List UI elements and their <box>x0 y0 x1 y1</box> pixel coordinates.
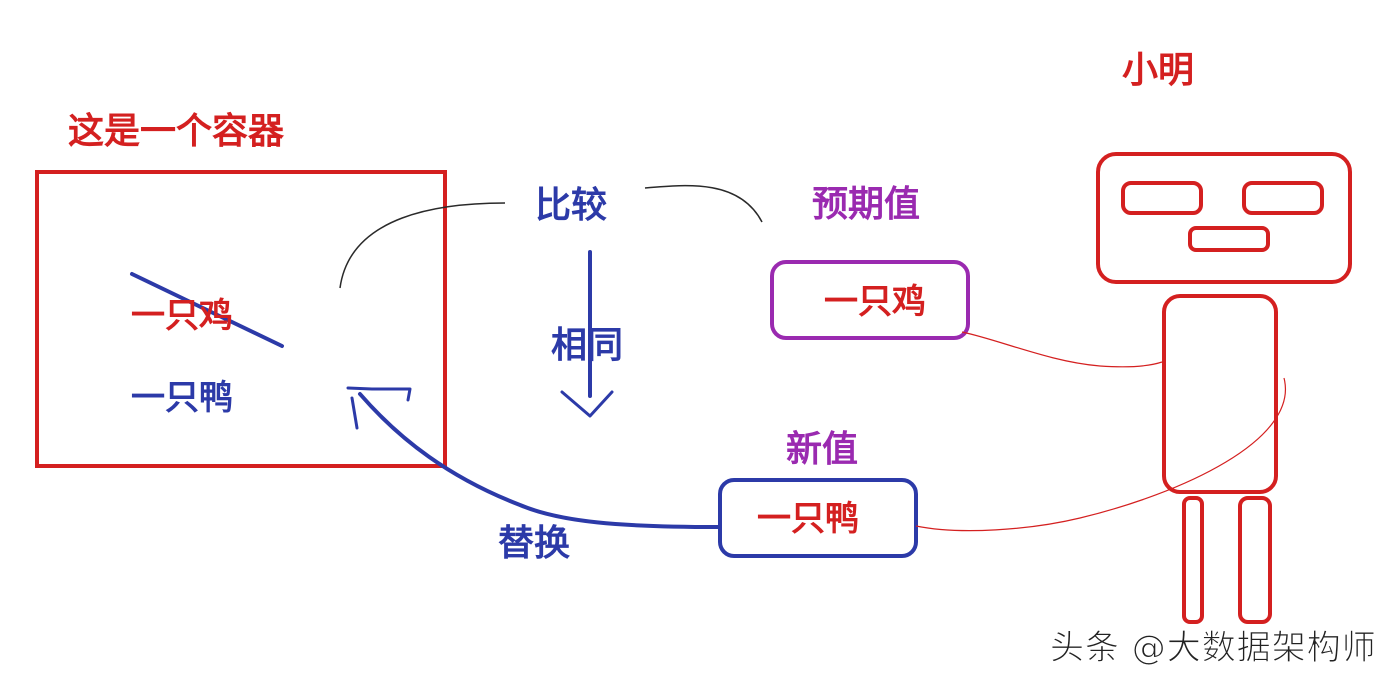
person-right-eye <box>1242 181 1324 215</box>
strike-line <box>130 272 284 348</box>
person-right-leg <box>1238 496 1272 624</box>
container-title: 这是一个容器 <box>68 110 285 152</box>
replace-arrow <box>358 392 720 529</box>
replace-label: 替换 <box>498 522 571 564</box>
compare-label: 比较 <box>535 184 608 226</box>
person-left-leg <box>1182 496 1204 624</box>
new-value-text: 一只鸭 <box>757 499 859 539</box>
current-value-text: 一只鸭 <box>131 378 233 418</box>
link-expected-to-person <box>961 331 1163 368</box>
expected-value-box <box>770 260 970 340</box>
person-name: 小明 <box>1122 49 1195 91</box>
person-body <box>1162 294 1278 494</box>
compare-curve-right <box>644 184 763 223</box>
same-arrow-head <box>560 390 614 418</box>
old-value-text: 一只鸡 <box>131 296 233 336</box>
compare-curve-left <box>339 202 506 289</box>
new-title: 新值 <box>786 428 859 470</box>
link-new-to-person <box>915 377 1287 532</box>
person-left-eye <box>1121 181 1203 215</box>
expected-title: 预期值 <box>812 183 921 225</box>
same-label: 相同 <box>551 324 624 366</box>
replace-arrow-head-side <box>350 396 359 430</box>
container-box <box>35 170 447 468</box>
person-head <box>1096 152 1352 284</box>
new-value-box <box>718 478 918 558</box>
watermark: 头条 @大数据架构师 <box>1050 628 1377 669</box>
person-figure <box>1096 152 1352 624</box>
replace-arrow-head-top <box>346 386 412 402</box>
person-mouth <box>1188 226 1270 252</box>
expected-value-text: 一只鸡 <box>824 282 926 322</box>
